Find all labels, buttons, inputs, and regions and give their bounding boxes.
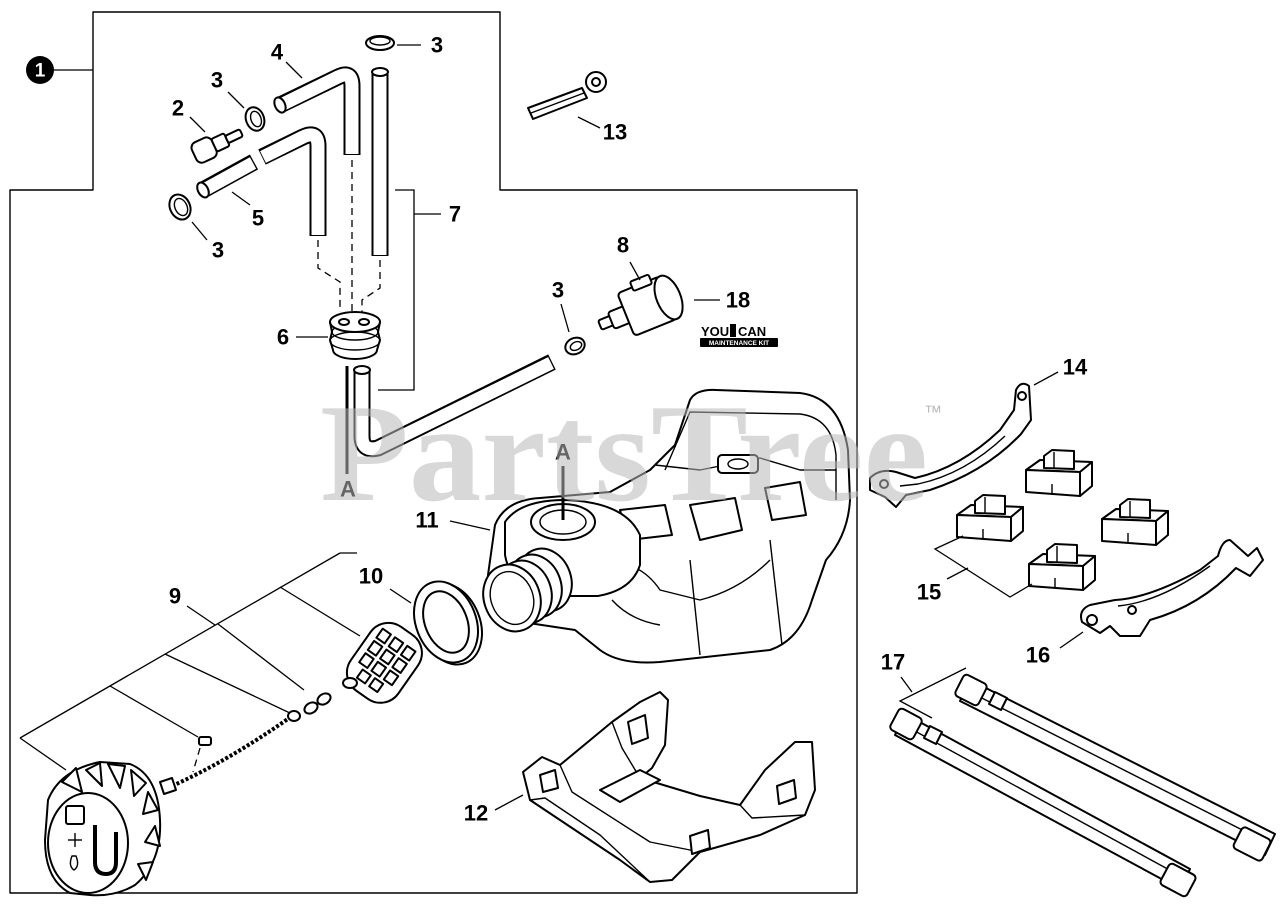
- tie-tag: [527, 71, 607, 120]
- cap-chain: [159, 710, 301, 795]
- assembly-outline: [9, 11, 858, 894]
- callout-6: 6: [277, 325, 289, 350]
- callout-15: 15: [917, 580, 941, 605]
- o-ring-filter: [564, 336, 586, 356]
- watermark: PartsTree: [320, 376, 928, 531]
- svg-text:MAINTENANCE KIT: MAINTENANCE KIT: [709, 340, 769, 347]
- callout-11: 11: [415, 508, 438, 533]
- callout-9: 9: [169, 584, 181, 609]
- tank-bracket-14: [869, 382, 1032, 508]
- rubber-clip: [956, 494, 1024, 542]
- o-ring-lower: [168, 193, 192, 221]
- svg-text:CAN: CAN: [738, 324, 766, 339]
- watermark-trademark: ™: [924, 402, 942, 422]
- tank-bracket-16: [1080, 539, 1264, 637]
- screen-tab-ring: [342, 677, 358, 689]
- callout-10: 10: [359, 564, 383, 589]
- callout-8: 8: [617, 233, 629, 258]
- callout-16: 16: [1026, 643, 1050, 668]
- callout-a-tank: A: [555, 440, 571, 465]
- o-ring-top: [365, 35, 395, 51]
- fuel-line: [345, 354, 556, 474]
- callout-18: 18: [726, 288, 750, 313]
- fuel-tube-7: [371, 67, 389, 256]
- fuel-tube-4: [273, 66, 361, 155]
- callout-13: 13: [603, 120, 627, 145]
- callout-2: 2: [172, 96, 184, 121]
- rubber-clip: [1101, 498, 1169, 546]
- svg-text:YOU: YOU: [701, 324, 729, 339]
- o-ring-left: [244, 106, 266, 132]
- fuel-tube-5: [196, 126, 327, 236]
- callout-7: 7: [449, 202, 461, 227]
- callout-17: 17: [881, 650, 905, 675]
- gasket: [413, 580, 483, 666]
- callout-3-filter: 3: [552, 278, 564, 303]
- callout-5: 5: [252, 206, 264, 231]
- callout-14: 14: [1063, 355, 1088, 380]
- rubber-clip: [1028, 543, 1096, 591]
- filler-screen: [345, 621, 423, 704]
- tank-strap: [954, 673, 1276, 862]
- rubber-clip: [1025, 449, 1093, 497]
- callout-12: 12: [464, 801, 488, 826]
- callout-a-line: A: [340, 477, 356, 502]
- maintenance-kit-logo: YOU CAN MAINTENANCE KIT: [700, 324, 778, 347]
- fuel-connector: [190, 128, 244, 164]
- callout-3-left: 3: [211, 68, 223, 93]
- tank-strap: [889, 707, 1197, 898]
- tank-bracket: [522, 691, 816, 883]
- assembly-callout: 1: [35, 61, 46, 82]
- callout-3-lower: 3: [212, 238, 224, 263]
- grommet: [329, 311, 381, 360]
- fuel-cap: [44, 761, 162, 897]
- retainer-ring: [303, 692, 332, 715]
- callout-4: 4: [271, 40, 284, 65]
- cap-screw: [192, 736, 212, 773]
- fuel-tank: [482, 388, 851, 664]
- assembly-callout-badge: [26, 56, 54, 84]
- callout-3-top: 3: [431, 33, 443, 58]
- callout-9-leaders: [19, 552, 361, 771]
